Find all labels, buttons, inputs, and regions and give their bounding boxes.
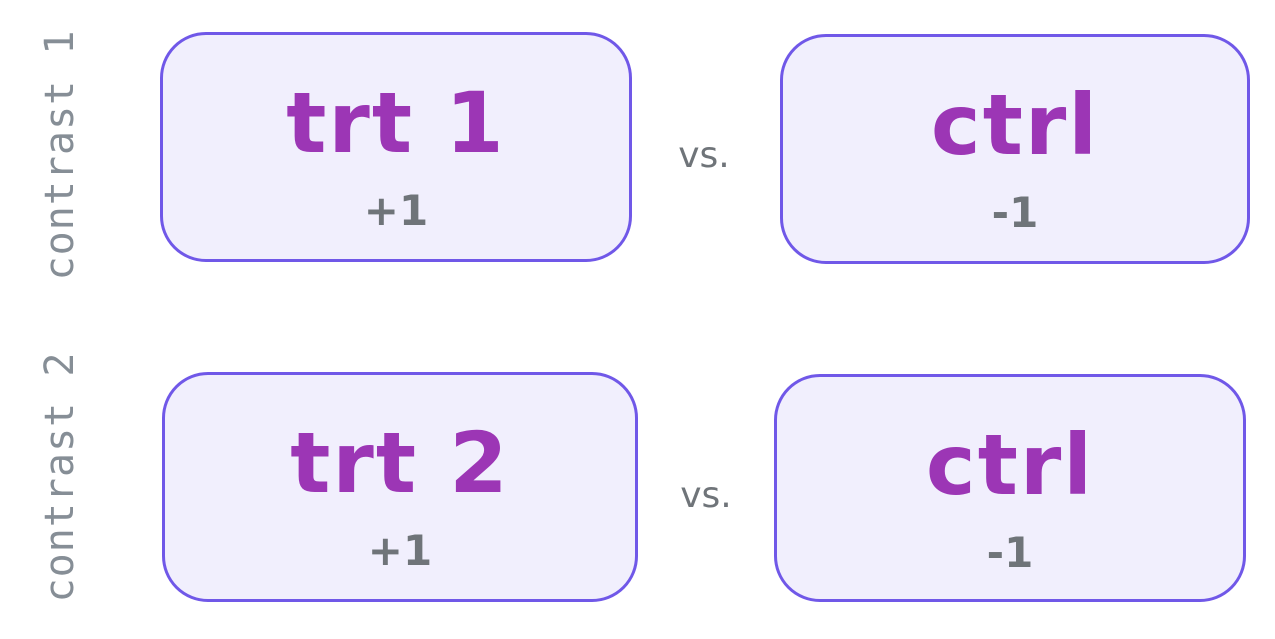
- contrast-2-label: contrast 2: [37, 351, 83, 603]
- contrast-1-label: contrast 1: [37, 29, 83, 281]
- contrast-1-treatment-name: trt 1: [286, 74, 506, 172]
- contrast-1-control-box: ctrl -1: [780, 34, 1250, 264]
- contrast-2-control-box: ctrl -1: [774, 374, 1246, 602]
- contrast-2-treatment-weight: +1: [367, 526, 433, 575]
- contrast-1-control-name: ctrl: [930, 76, 1100, 174]
- contrast-2-control-name: ctrl: [925, 416, 1095, 514]
- contrast-2-control-weight: -1: [986, 528, 1034, 577]
- contrast-1-control-weight: -1: [991, 188, 1039, 237]
- contrast-1-treatment-weight: +1: [363, 186, 429, 235]
- contrast-2-vs: vs.: [680, 475, 732, 516]
- contrast-1-vs: vs.: [678, 135, 730, 176]
- contrast-2-treatment-box: trt 2 +1: [162, 372, 638, 602]
- contrast-1-treatment-box: trt 1 +1: [160, 32, 632, 262]
- contrast-2-treatment-name: trt 2: [290, 414, 510, 512]
